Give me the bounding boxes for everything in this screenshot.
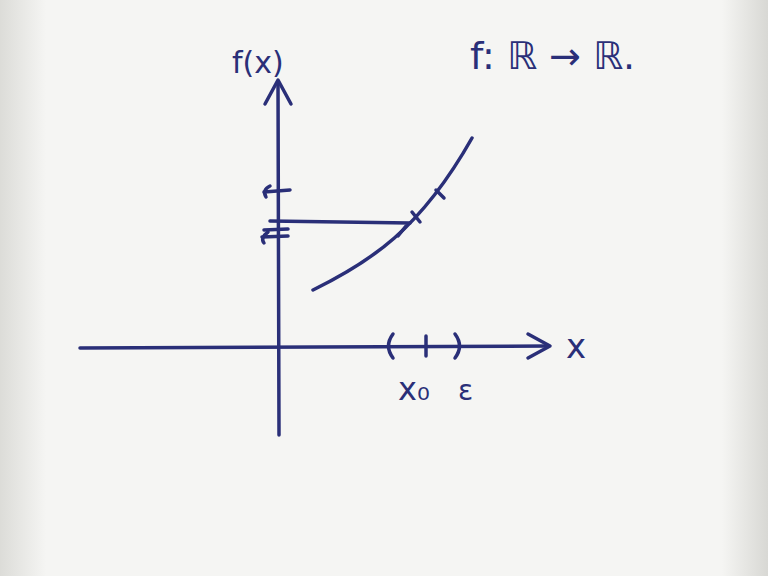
open-bracket — [389, 334, 394, 358]
tick-mark — [412, 212, 420, 222]
y-axis — [278, 82, 279, 435]
epsilon-label: ε — [458, 376, 473, 407]
tick-mark — [264, 190, 290, 192]
x-axis — [80, 346, 548, 348]
tick-mark — [398, 226, 406, 236]
function-signature: f: ℝ → ℝ. — [470, 36, 635, 78]
projection-line — [270, 221, 410, 223]
axis-label: f(x) — [232, 46, 284, 79]
axis-arrowhead — [265, 80, 291, 104]
axis-arrowhead — [528, 334, 550, 358]
tick-mark — [424, 336, 428, 356]
point-label: x₀ — [398, 372, 430, 407]
bracket-mark — [265, 186, 270, 197]
tick-mark — [436, 190, 444, 198]
close-bracket — [455, 334, 460, 358]
bracket-mark — [263, 232, 268, 243]
tick-mark — [264, 229, 288, 230]
axis-label: x — [566, 328, 586, 365]
function-curve — [313, 138, 472, 290]
